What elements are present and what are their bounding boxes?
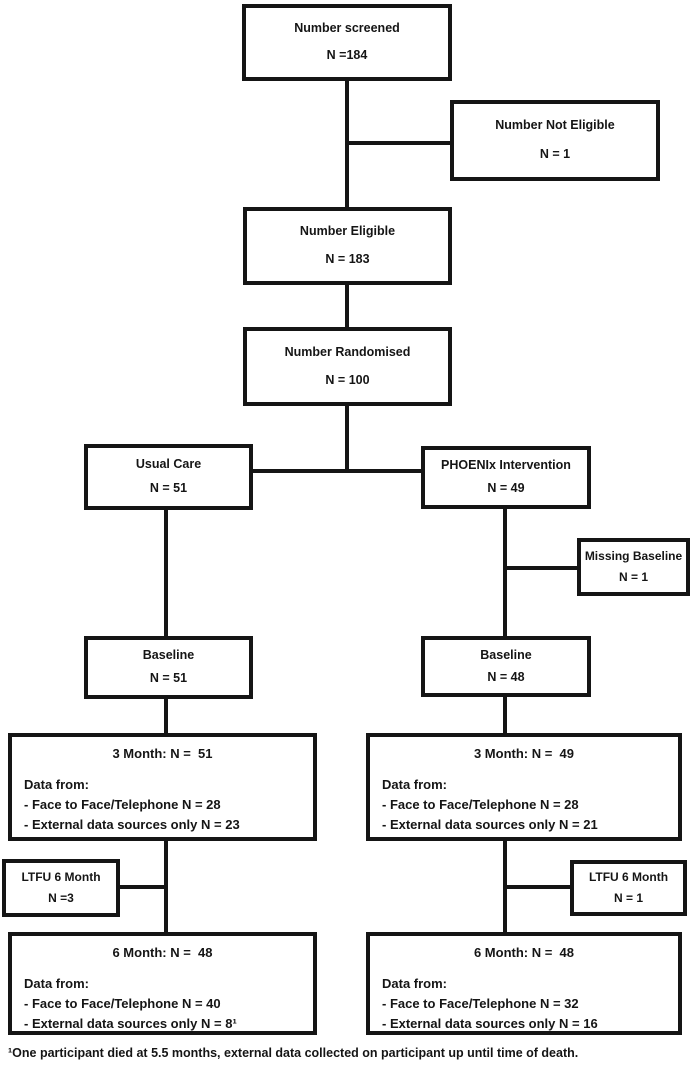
box-n-value: N = 51	[149, 481, 188, 496]
box-number-screened: Number screened N =184	[242, 4, 452, 81]
box-n-value: N = 1	[613, 890, 643, 905]
box-6month-usual-care: 6 Month: N = 48 Data from: - Face to Fac…	[8, 932, 317, 1035]
box-title: LTFU 6 Month	[21, 869, 101, 884]
box-title: Number Not Eligible	[495, 118, 615, 133]
box-baseline-phoenix: Baseline N = 48	[421, 636, 591, 697]
box-n-value: N =184	[326, 48, 368, 63]
box-phoenix-intervention: PHOENIx Intervention N = 49	[421, 446, 591, 509]
box-title: PHOENIx Intervention	[441, 458, 571, 473]
box-3month-phoenix: 3 Month: N = 49 Data from: - Face to Fac…	[366, 733, 682, 841]
connector-split-arms	[253, 469, 421, 473]
data-from-label: Data from:	[382, 777, 448, 792]
connector-phoenix-to-baseline	[503, 509, 507, 636]
box-title: 3 Month: N = 49	[473, 746, 575, 761]
box-title: Baseline	[480, 647, 532, 662]
box-title: Baseline	[142, 648, 195, 663]
data-from-label: Data from:	[382, 976, 448, 991]
box-n-value: N = 183	[325, 252, 370, 267]
box-3month-usual-care: 3 Month: N = 51 Data from: - Face to Fac…	[8, 733, 317, 841]
box-number-randomised: Number Randomised N = 100	[243, 327, 452, 406]
box-baseline-usual-care: Baseline N = 51	[84, 636, 253, 699]
box-missing-baseline: Missing Baseline N = 1	[577, 538, 690, 596]
connector-randomised-to-split	[345, 406, 349, 473]
connector-baseline-to-3month-uc	[164, 699, 168, 733]
connector-to-ltfu-px	[505, 885, 570, 889]
box-title: Missing Baseline	[584, 548, 683, 563]
box-n-value: N = 48	[487, 669, 525, 684]
box-6month-phoenix: 6 Month: N = 48 Data from: - Face to Fac…	[366, 932, 682, 1035]
detail-line: - Face to Face/Telephone N = 28	[24, 797, 221, 812]
box-n-value: N =3	[48, 890, 74, 905]
box-title: Number Eligible	[299, 224, 396, 239]
box-title: LTFU 6 Month	[588, 870, 669, 885]
connector-usualcare-to-baseline	[164, 510, 168, 636]
data-from-label: Data from:	[24, 777, 90, 792]
detail-line: - External data sources only N = 23	[24, 817, 240, 832]
detail-line: - External data sources only N = 21	[382, 817, 598, 832]
detail-line: - External data sources only N = 8¹	[24, 1016, 237, 1031]
connector-to-not-eligible	[345, 141, 452, 145]
box-n-value: N = 100	[325, 372, 370, 387]
box-title: 6 Month: N = 48	[112, 945, 213, 960]
box-title: Number screened	[294, 20, 400, 35]
box-number-eligible: Number Eligible N = 183	[243, 207, 452, 285]
box-title: Number Randomised	[284, 344, 411, 359]
box-n-value: N = 51	[149, 671, 188, 686]
detail-line: - Face to Face/Telephone N = 32	[382, 996, 579, 1011]
box-ltfu-usual-care: LTFU 6 Month N =3	[2, 859, 120, 917]
data-from-label: Data from:	[24, 976, 90, 991]
connector-to-ltfu-uc	[120, 885, 166, 889]
detail-line: - Face to Face/Telephone N = 40	[24, 996, 221, 1011]
box-n-value: N = 1	[618, 569, 648, 584]
detail-line: - External data sources only N = 16	[382, 1016, 598, 1031]
connector-3month-to-6month-uc	[164, 841, 168, 932]
connector-baseline-to-3month-px	[503, 697, 507, 733]
box-ltfu-phoenix: LTFU 6 Month N = 1	[570, 860, 687, 916]
detail-line: - Face to Face/Telephone N = 28	[382, 797, 579, 812]
footnote: ¹One participant died at 5.5 months, ext…	[8, 1046, 579, 1060]
connector-to-missing-baseline	[505, 566, 577, 570]
box-usual-care: Usual Care N = 51	[84, 444, 253, 510]
box-title: Usual Care	[135, 457, 202, 472]
box-title: 3 Month: N = 51	[112, 746, 213, 761]
box-title: 6 Month: N = 48	[473, 945, 575, 960]
box-number-not-eligible: Number Not Eligible N = 1	[450, 100, 660, 181]
connector-eligible-to-randomised	[345, 285, 349, 327]
box-n-value: N = 49	[487, 481, 525, 496]
box-n-value: N = 1	[539, 147, 571, 162]
